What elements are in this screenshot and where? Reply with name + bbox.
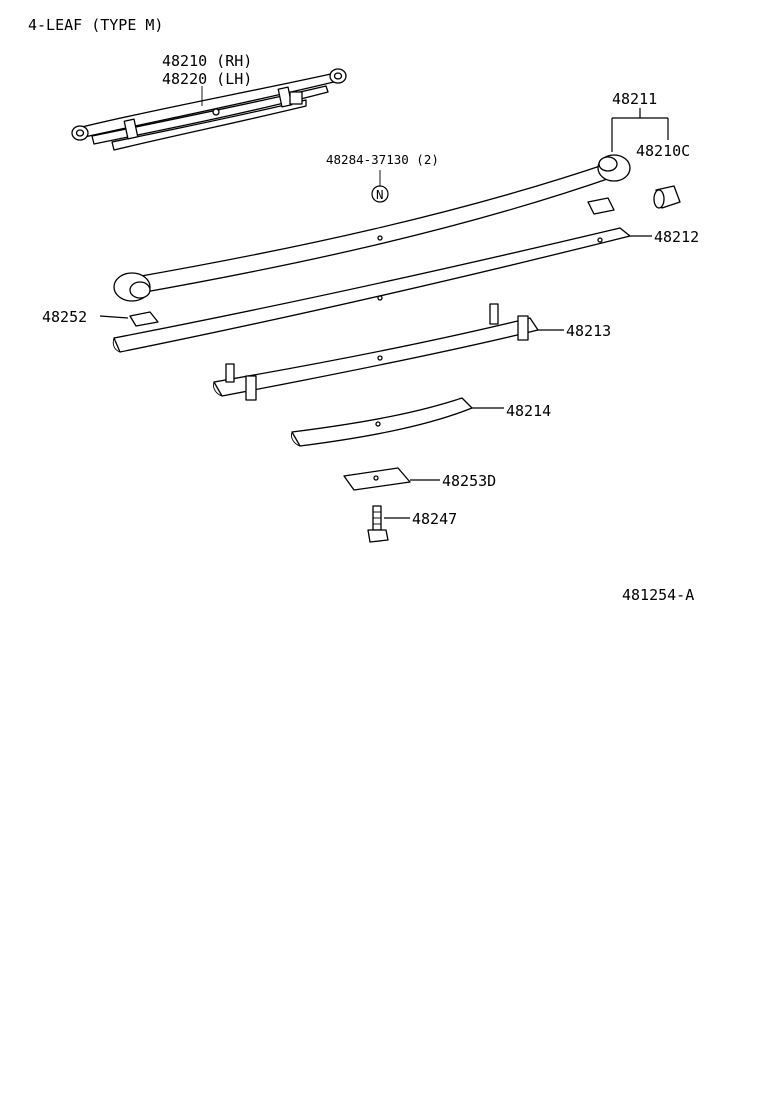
label-48220-lh: 48220 (LH) [162,70,252,88]
label-48284-37130: 48284-37130 (2) [326,152,439,167]
label-48253d: 48253D [442,472,496,490]
label-48214: 48214 [506,402,551,420]
leaf-48212[interactable] [112,227,631,353]
spacer-plate-48253d[interactable] [343,467,411,491]
diagram-title: 4-LEAF (TYPE M) [28,16,163,34]
bushing-48210c[interactable] [653,185,681,209]
insert-pad-48252[interactable] [129,311,159,327]
label-48212: 48212 [654,228,699,246]
label-48210c: 48210C [636,142,690,160]
clip-symbol-circle [371,185,389,203]
clip-symbol-letter: N [376,187,384,202]
insert-pad-upper[interactable] [587,197,615,215]
center-bolt-48247[interactable] [367,505,389,543]
label-48252: 48252 [42,308,87,326]
label-48213: 48213 [566,322,611,340]
label-48210-rh: 48210 (RH) [162,52,252,70]
label-48211: 48211 [612,90,657,108]
leaf-48211[interactable] [113,154,631,302]
spring-assembly-illustration[interactable] [71,68,347,151]
label-48247: 48247 [412,510,457,528]
leaf-48214[interactable] [291,397,473,447]
diagram-code: 481254-A [622,586,694,604]
